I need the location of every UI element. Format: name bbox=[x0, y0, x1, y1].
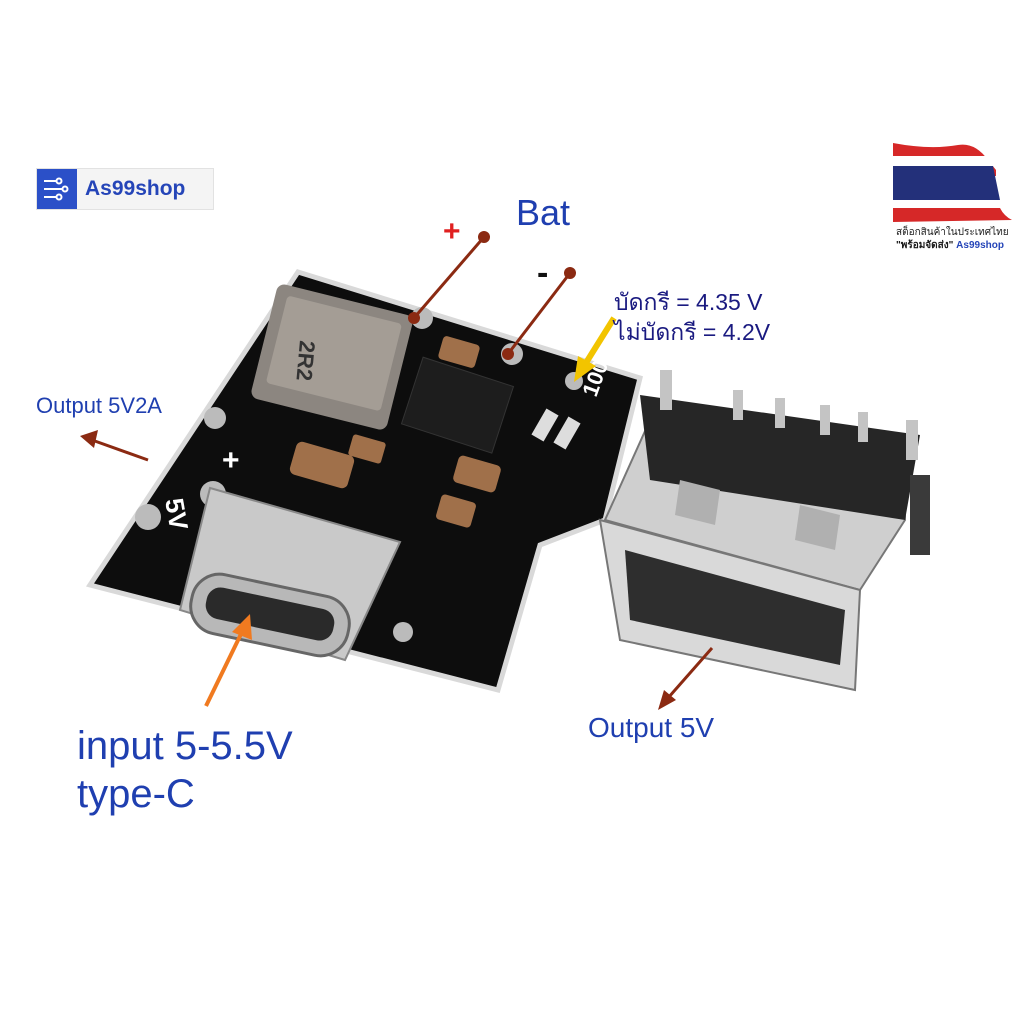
stock-thailand-text: สต็อกสินค้าในประเทศไทย bbox=[896, 227, 1009, 238]
charger-pcb: 5V + 2R2 100 bbox=[85, 269, 643, 694]
bat-plus-pointer bbox=[412, 236, 486, 319]
soldered-voltage-text: บัดกรี = 4.35 V bbox=[614, 289, 763, 315]
charge-voltage-note: บัดกรี = 4.35 V ไม่บัดกรี = 4.2V bbox=[614, 287, 770, 347]
silkscreen-inductor: 2R2 bbox=[292, 340, 320, 382]
input-voltage-text: input 5-5.5V bbox=[77, 724, 293, 768]
input-label: input 5-5.5V type-C bbox=[77, 722, 293, 818]
thai-flag-icon bbox=[893, 143, 1012, 222]
output-5v2a-label: Output 5V2A bbox=[36, 393, 162, 418]
ready-to-ship-text: "พร้อมจัดส่ง" As99shop bbox=[896, 240, 1004, 251]
input-arrow-icon bbox=[204, 614, 252, 707]
flag-brand-text: As99shop bbox=[956, 240, 1004, 251]
inductor bbox=[251, 284, 413, 430]
usb-a-connector bbox=[598, 370, 930, 692]
output-5v-arrow-icon bbox=[658, 647, 714, 710]
bat-minus-pointer bbox=[506, 272, 572, 355]
bat-minus-label: - bbox=[537, 254, 549, 292]
output-5v2a-arrow-icon bbox=[80, 430, 149, 462]
type-c-port bbox=[178, 486, 402, 662]
shop-logo: As99shop bbox=[36, 168, 214, 210]
circuit-icon bbox=[37, 169, 77, 209]
silkscreen-5v: 5V bbox=[159, 496, 194, 533]
flag-caption: สต็อกสินค้าในประเทศไทย "พร้อมจัดส่ง" As9… bbox=[896, 226, 1018, 252]
output-5v-label: Output 5V bbox=[588, 712, 715, 743]
bat-plus-label: + bbox=[443, 215, 461, 248]
silkscreen-plus: + bbox=[222, 444, 240, 477]
input-type-text: type-C bbox=[77, 772, 195, 816]
shop-name: As99shop bbox=[85, 177, 186, 200]
unsoldered-voltage-text: ไม่บัดกรี = 4.2V bbox=[614, 319, 771, 345]
yellow-arrow-icon bbox=[574, 316, 617, 382]
ic-chip bbox=[400, 356, 515, 454]
bat-label: Bat bbox=[516, 192, 571, 233]
